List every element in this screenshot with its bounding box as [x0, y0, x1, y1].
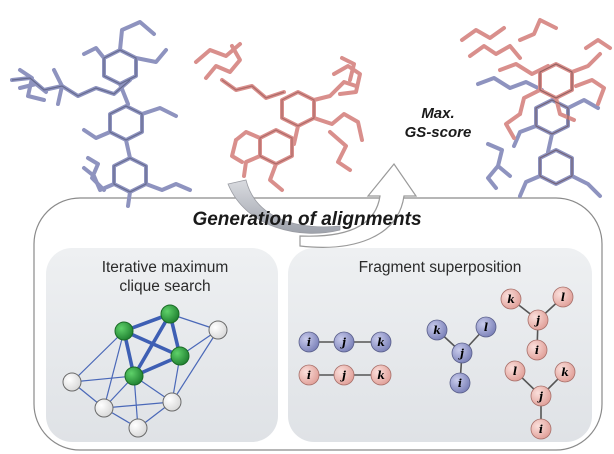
- score-line-2: GS-score: [404, 124, 472, 141]
- clique-search-label: Iterative maximum clique search: [50, 258, 280, 296]
- fragment-linear-blue: i j k: [298, 331, 392, 353]
- clique-label-line-1: Iterative maximum: [101, 259, 229, 276]
- score-line-1: Max.: [421, 105, 455, 122]
- molecule-blue-left: [10, 20, 192, 208]
- node-label: k: [433, 324, 441, 337]
- fragment-superposition-label: Fragment superposition: [358, 259, 522, 276]
- fragment-linear-pink: i j k: [298, 364, 392, 386]
- fragment-branched-pink-a: k l j i: [500, 286, 574, 361]
- graph-node-white: [208, 320, 228, 340]
- curved-arrow-out: [299, 162, 418, 248]
- node-label: j: [458, 347, 464, 360]
- clique-node-green: [160, 304, 180, 324]
- node-label: i: [539, 423, 543, 436]
- clique-label-line-2: clique search: [119, 278, 211, 295]
- node-label: l: [561, 291, 565, 304]
- node-label: i: [535, 344, 539, 357]
- fragment-graphs: i j k i j k k l j i: [298, 286, 576, 440]
- section-title: Generation of alignments: [192, 209, 422, 230]
- graph-node-white: [94, 398, 114, 418]
- node-label: i: [458, 377, 462, 390]
- node-label: i: [307, 369, 311, 382]
- node-label: l: [484, 321, 488, 334]
- panel-clique-search: [46, 248, 278, 442]
- molecule-pink-middle: [194, 42, 364, 192]
- node-label: l: [513, 365, 517, 378]
- node-label: j: [534, 314, 540, 327]
- node-label: k: [507, 293, 515, 306]
- node-label: j: [340, 336, 346, 349]
- panel-fragment-superposition: [288, 248, 592, 442]
- curved-arrow-in: [227, 179, 341, 234]
- fragment-branched-pink-b: l k j i: [504, 360, 576, 440]
- clique-graph: [62, 304, 228, 438]
- node-label: k: [561, 366, 569, 379]
- clique-node-green: [170, 346, 190, 366]
- graph-node-white: [162, 392, 182, 412]
- clique-node-green: [114, 321, 134, 341]
- graph-node-white: [128, 418, 148, 438]
- node-label: j: [537, 390, 543, 403]
- node-label: k: [377, 336, 385, 349]
- molecule-superposition: [460, 18, 612, 198]
- max-gs-score-label: Max. GS-score: [388, 104, 488, 142]
- node-label: k: [377, 369, 385, 382]
- node-label: j: [340, 369, 346, 382]
- graph-node-white: [62, 372, 82, 392]
- node-label: i: [307, 336, 311, 349]
- clique-node-green: [124, 366, 144, 386]
- fragment-branched-blue: k l j i: [426, 316, 497, 394]
